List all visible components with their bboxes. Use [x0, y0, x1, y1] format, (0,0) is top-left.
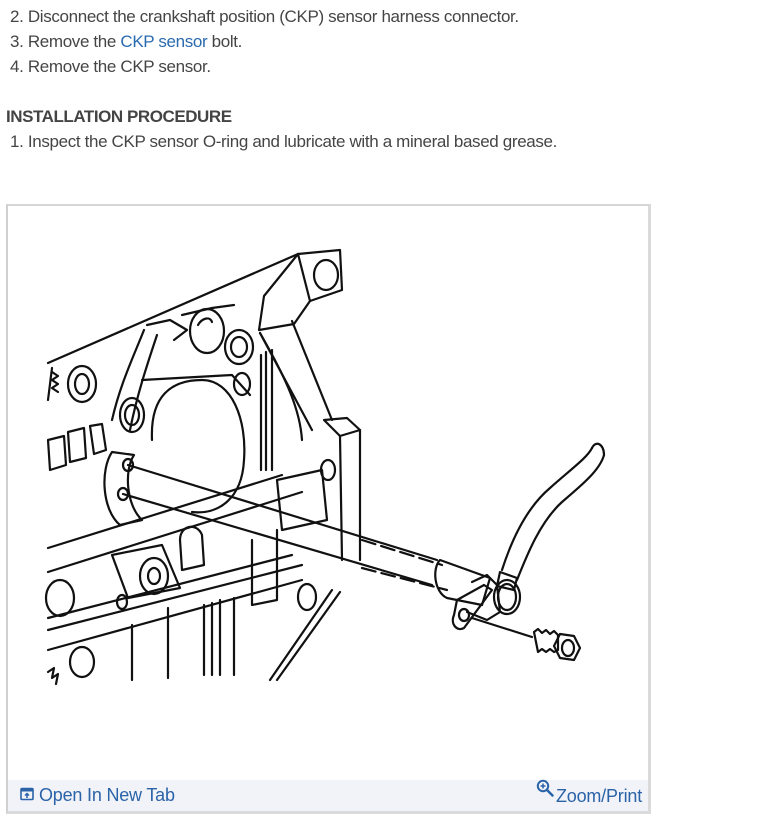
step-text-before: Remove the: [27, 32, 121, 51]
installation-step-1: 1. Inspect the CKP sensor O-ring and lub…: [10, 131, 557, 153]
step-number: 3.: [10, 32, 24, 51]
removal-step-3: 3. Remove the CKP sensor bolt.: [10, 31, 242, 53]
open-in-new-tab-label: Open In New Tab: [39, 785, 175, 805]
installation-heading: INSTALLATION PROCEDURE: [6, 107, 232, 126]
removal-step-2: 2. Disconnect the crankshaft position (C…: [10, 6, 519, 28]
zoom-print-link[interactable]: Zoom/Print: [536, 779, 642, 807]
step-text-after: bolt.: [207, 32, 243, 51]
figure-frame: Open In New Tab Zoom/Print: [6, 204, 651, 814]
zoom-print-label: Zoom/Print: [555, 785, 642, 806]
step-text: Inspect the CKP sensor O-ring and lubric…: [27, 132, 558, 151]
ckp-sensor-installation-drawing[interactable]: [8, 206, 648, 780]
removal-step-4: 4. Remove the CKP sensor.: [10, 56, 211, 78]
step-number: 4.: [10, 57, 24, 76]
open-in-new-tab-icon: [20, 784, 34, 806]
figure-footer: Open In New Tab Zoom/Print: [8, 779, 648, 811]
zoom-in-icon: [536, 779, 554, 802]
open-in-new-tab-link[interactable]: Open In New Tab: [20, 784, 175, 806]
step-number: 1.: [10, 132, 24, 151]
step-number: 2.: [10, 7, 24, 26]
ckp-sensor-link[interactable]: CKP sensor: [120, 32, 208, 51]
step-text: Remove the CKP sensor.: [27, 57, 211, 76]
step-text: Disconnect the crankshaft position (CKP)…: [27, 7, 519, 26]
